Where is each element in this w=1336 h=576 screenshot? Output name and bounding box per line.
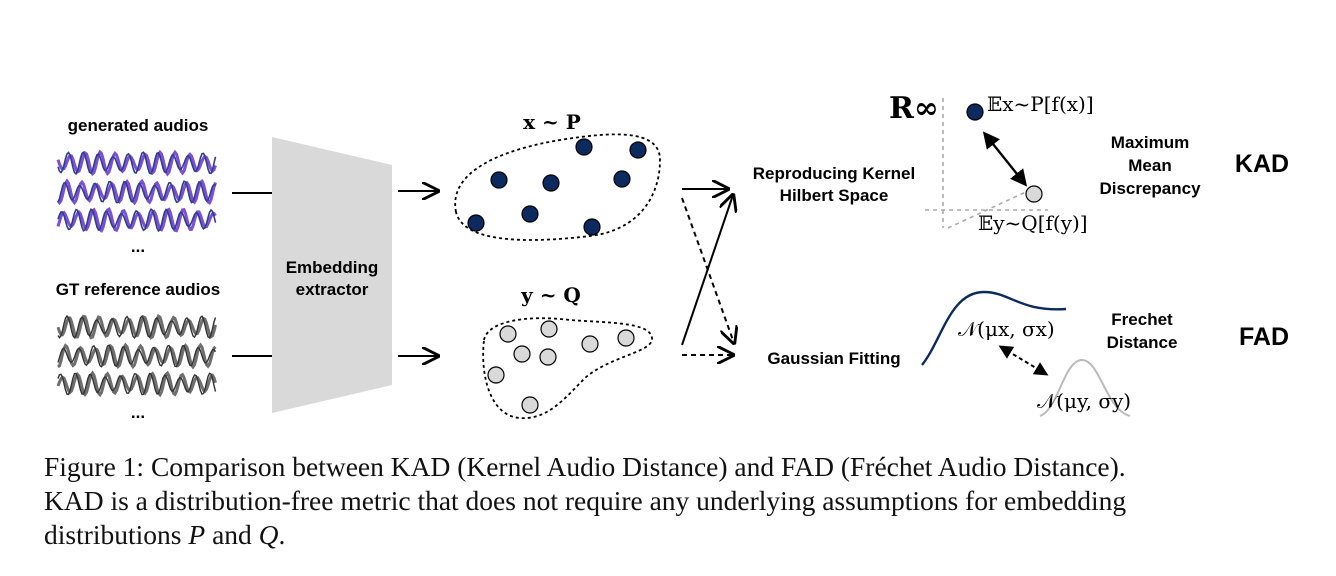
caption-var-q: Q xyxy=(258,519,279,550)
figure-caption: Figure 1: Comparison between KAD (Kernel… xyxy=(44,450,1306,552)
generated-audios-label: generated audios xyxy=(68,116,209,135)
p-sample-dot xyxy=(521,205,539,223)
q-to-rkhs-arrow xyxy=(681,195,733,346)
expectation-q-label: 𝔼y~Q[f(y)] xyxy=(978,211,1088,235)
q-sample-dot xyxy=(487,366,505,384)
kad-label: KAD xyxy=(1235,150,1289,178)
extractor-label-line1: Embedding xyxy=(286,258,379,277)
distribution-q-region xyxy=(482,317,653,419)
p-sample-dot xyxy=(583,218,601,236)
normal-x-label: 𝒩(μx, σx) xyxy=(958,317,1055,341)
mmd-label-line3: Discrepancy xyxy=(1099,179,1201,198)
caption-var-p: P xyxy=(188,519,206,550)
rkhs-diagonal-axis xyxy=(947,189,1031,229)
waveform-line xyxy=(57,342,217,370)
caption-line-3: distributions P and Q. xyxy=(44,518,1306,552)
dist-q-label: y ~ Q xyxy=(520,283,581,307)
q-sample-dot xyxy=(617,329,635,347)
q-sample-dot xyxy=(521,396,539,414)
q-sample-dot xyxy=(499,325,517,343)
rkhs-label-line1: Reproducing Kernel xyxy=(753,164,915,183)
distribution-p-region xyxy=(454,133,661,241)
dist-p-label: x ~ P xyxy=(523,110,581,134)
waveform-line xyxy=(57,207,217,233)
waveform-line xyxy=(56,178,217,206)
mean-embedding-q-dot xyxy=(1025,185,1043,203)
p-samples xyxy=(467,138,647,236)
gaussian-y-curve xyxy=(1039,358,1131,417)
q-sample-dot xyxy=(581,335,599,353)
caption-period: . xyxy=(278,519,286,550)
p-sample-dot xyxy=(490,171,508,189)
mmd-label-line1: Maximum xyxy=(1111,133,1189,152)
caption-line-3-prefix: distributions xyxy=(44,519,189,550)
rkhs-label-line2: Hilbert Space xyxy=(780,186,889,205)
reference-waveforms xyxy=(56,313,217,398)
mean-embedding-p-dot xyxy=(966,103,984,121)
mmd-double-arrow xyxy=(982,131,1028,187)
q-sample-dot xyxy=(513,345,531,363)
reference-audios-label: GT reference audios xyxy=(56,280,220,299)
frechet-label-line2: Distance xyxy=(1107,333,1178,352)
gaussian-x-curve xyxy=(921,290,1067,366)
embedding-extractor-block xyxy=(272,137,392,413)
p-sample-dot xyxy=(542,174,560,192)
caption-line-1: Figure 1: Comparison between KAD (Kernel… xyxy=(44,451,1126,482)
waveform-line xyxy=(57,180,216,204)
p-sample-dot xyxy=(467,214,485,232)
fad-label: FAD xyxy=(1239,323,1289,351)
generated-waveforms xyxy=(56,149,217,233)
p-sample-dot xyxy=(629,141,647,159)
q-sample-dot xyxy=(540,320,558,338)
reference-ellipsis: ... xyxy=(131,403,145,422)
waveform-line xyxy=(56,207,217,233)
waveform-line xyxy=(57,314,217,340)
waveform-line xyxy=(57,344,217,368)
gaussian-fitting-label: Gaussian Fitting xyxy=(767,349,900,368)
normal-y-label: 𝒩(μy, σy) xyxy=(1037,389,1131,413)
generated-ellipsis: ... xyxy=(131,237,145,256)
q-samples xyxy=(487,320,635,414)
frechet-double-arrow xyxy=(998,345,1049,376)
q-sample-dot xyxy=(539,348,557,366)
caption-and: and xyxy=(205,519,259,550)
expectation-p-label: 𝔼x~P[f(x)] xyxy=(987,92,1094,116)
p-sample-dot xyxy=(613,170,631,188)
p-sample-dot xyxy=(575,138,593,156)
extractor-label-line2: extractor xyxy=(296,280,369,299)
mmd-label-line2: Mean xyxy=(1128,156,1171,175)
waveform-line xyxy=(57,151,217,176)
caption-line-2: KAD is a distribution-free metric that d… xyxy=(44,485,1127,516)
waveform-line xyxy=(57,372,217,396)
r-infinity-label: R∞ xyxy=(889,91,939,126)
kad-fad-figure: generated audios ... GT reference audios… xyxy=(56,91,1289,422)
p-to-gaussian-arrow xyxy=(681,197,734,343)
frechet-label-line1: Frechet xyxy=(1111,310,1173,329)
